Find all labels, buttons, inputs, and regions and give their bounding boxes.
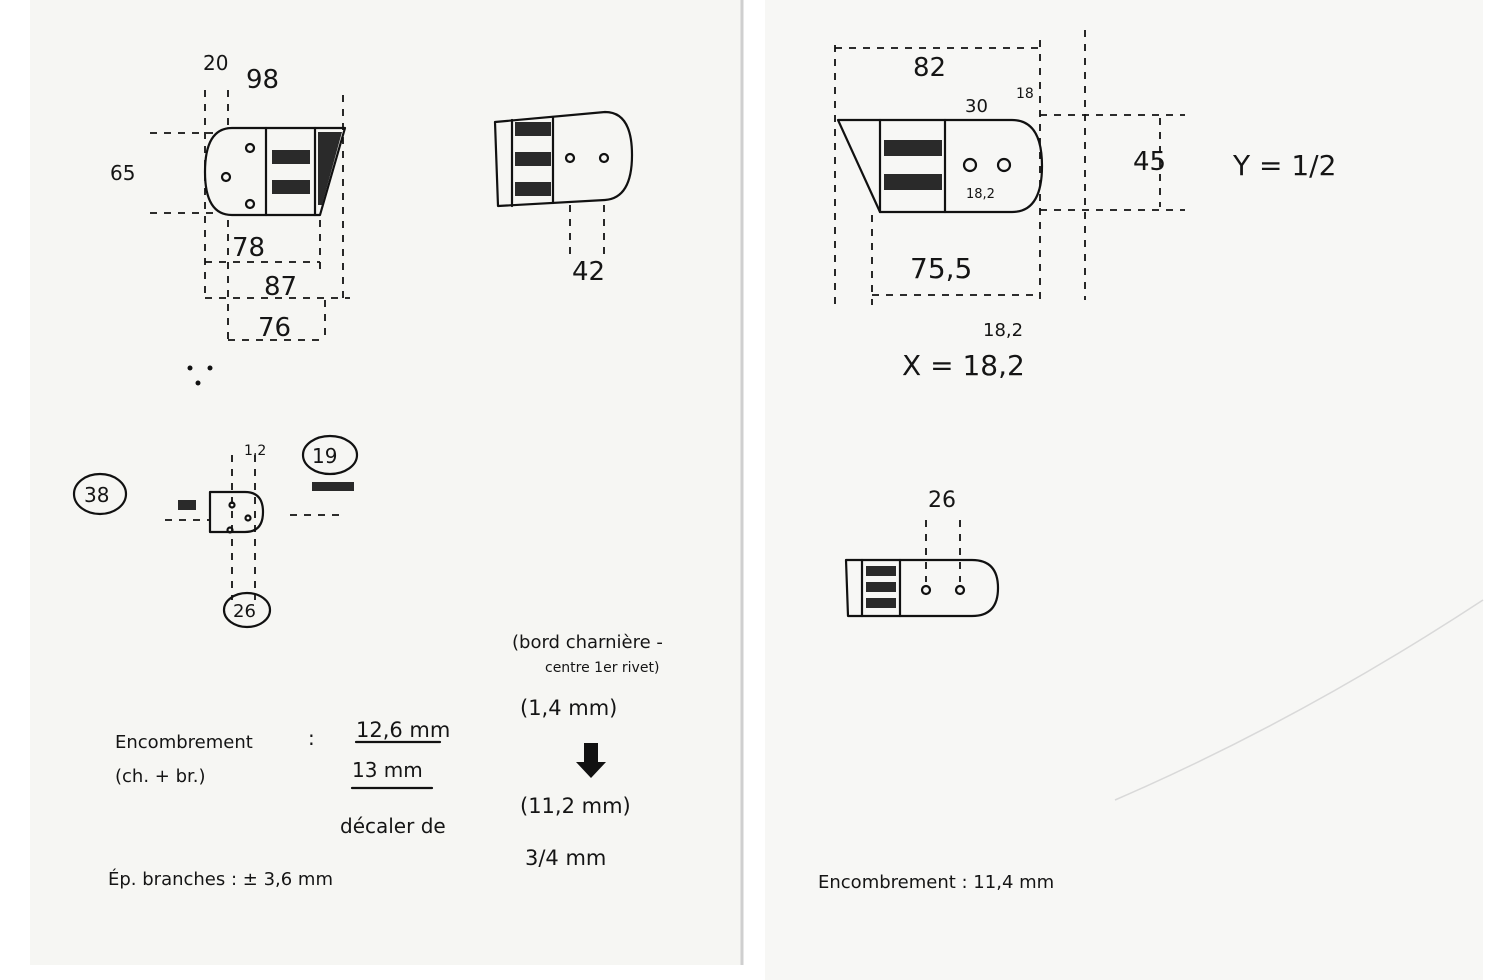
dim-20: 20	[203, 51, 228, 75]
hatched-band	[515, 152, 551, 166]
rivet-hole	[244, 514, 252, 522]
note-decaler: décaler de	[340, 814, 446, 838]
left-notes: (bord charnière - centre 1er rivet) Enco…	[108, 632, 663, 890]
dim-75-5: 75,5	[910, 252, 972, 285]
dim-1-2: 1,2	[244, 443, 266, 459]
dim-76: 76	[258, 313, 291, 343]
paper-crease	[1114, 599, 1484, 801]
note-colon: :	[308, 726, 315, 750]
hinge-outline	[203, 126, 347, 217]
dim-42: 42	[572, 257, 605, 287]
circled-19: 19	[312, 444, 337, 468]
hatched-band	[884, 140, 942, 156]
hinge-drawing-right-top: 82 18 30 45 18,2 75,5 Y = 1/2 18,2 X = 1…	[834, 30, 1336, 382]
right-paper	[765, 0, 1483, 980]
rivet-hole	[954, 584, 966, 596]
scribble	[312, 482, 354, 491]
x-equation: X = 18,2	[902, 349, 1025, 382]
circled-number	[72, 472, 128, 516]
hinge-outline	[493, 110, 634, 208]
circled-26: 26	[233, 601, 256, 622]
hatched-band	[866, 566, 896, 576]
hinge-drawing-top-left: 20 98 65 78 87 76	[110, 51, 350, 386]
left-sheet	[30, 0, 744, 965]
note-13: 13 mm	[352, 758, 423, 782]
dim-30: 30	[965, 96, 988, 117]
down-arrow-icon	[576, 743, 606, 778]
rivet-hole	[564, 152, 576, 164]
rivet-hole	[220, 171, 232, 183]
rivet-hole	[244, 198, 256, 210]
hinge-outline	[844, 558, 1000, 618]
hatched-band	[866, 598, 896, 608]
note-3-4: 3/4 mm	[525, 846, 606, 870]
hatched-band	[866, 582, 896, 592]
hinge-drawing-right-bottom: 26	[844, 488, 1000, 618]
scribble	[178, 500, 196, 510]
note-ep-branches: Ép. branches : ± 3,6 mm	[108, 868, 333, 890]
hatched-band	[884, 174, 942, 190]
rivet-hole	[996, 157, 1012, 173]
dim-98: 98	[246, 65, 279, 95]
circled-number	[222, 591, 272, 629]
dot-mark	[187, 365, 193, 371]
x-top-value: 18,2	[983, 320, 1023, 341]
y-equation: Y = 1/2	[1232, 149, 1336, 182]
note-ch-br: (ch. + br.)	[115, 766, 206, 787]
circled-number	[301, 434, 359, 476]
rivet-hole	[244, 142, 256, 154]
circled-38: 38	[84, 483, 109, 507]
rivet-hole	[962, 157, 978, 173]
dot-mark	[195, 380, 201, 386]
rivet-hole	[598, 152, 610, 164]
right-sheet	[765, 0, 1484, 980]
dim-18: 18	[1016, 86, 1034, 102]
hatched-band	[318, 132, 342, 205]
note-encombrement: Encombrement	[115, 732, 253, 753]
dim-65: 65	[110, 161, 135, 185]
hatched-band	[272, 150, 310, 164]
note-11-2: (11,2 mm)	[520, 794, 631, 818]
dim-45: 45	[1133, 147, 1166, 177]
dim-26: 26	[928, 488, 956, 513]
hinge-outline	[836, 118, 1044, 214]
dim-78: 78	[232, 233, 265, 263]
note-bord: (bord charnière -	[512, 632, 663, 653]
hatched-band	[515, 182, 551, 196]
dim-87: 87	[264, 272, 297, 302]
hatched-band	[272, 180, 310, 194]
hinge-drawing-top-right: 42	[493, 110, 634, 287]
hinge-drawing-small: 1,2 19 38 26	[72, 434, 359, 629]
rivet-hole	[920, 584, 932, 596]
dim-82: 82	[913, 53, 946, 83]
dim-18-2-small: 18,2	[966, 187, 995, 202]
note-1-4: (1,4 mm)	[520, 696, 617, 720]
left-paper	[30, 0, 742, 965]
dot-mark	[207, 365, 213, 371]
note-centre: centre 1er rivet)	[545, 660, 659, 676]
note-12-6: 12,6 mm	[356, 718, 450, 742]
right-encombrement: Encombrement : 11,4 mm	[818, 872, 1054, 893]
hinge-outline	[208, 490, 265, 534]
hatched-band	[515, 122, 551, 136]
